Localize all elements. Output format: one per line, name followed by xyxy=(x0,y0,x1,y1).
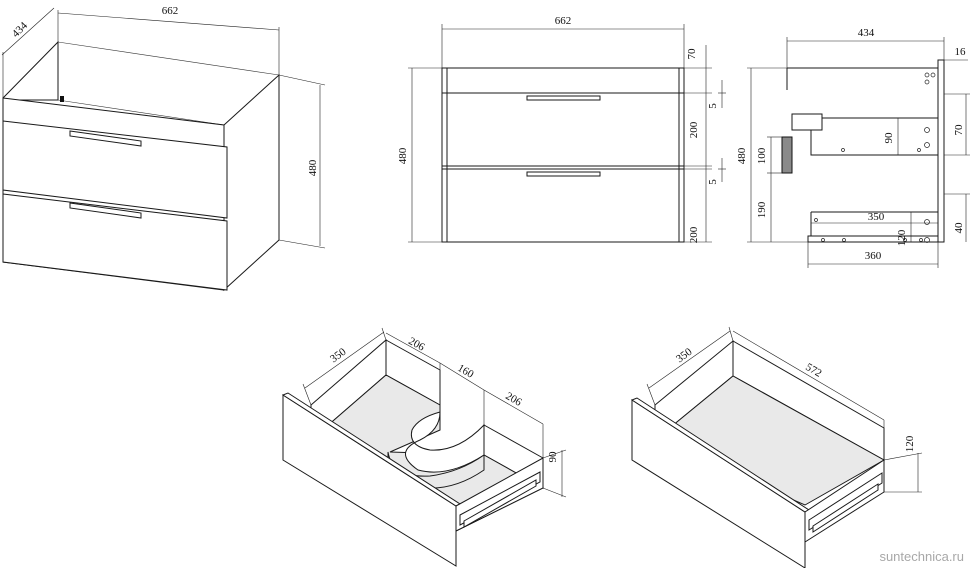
front-lower-drawer-label: 200 xyxy=(688,226,700,243)
cutout-width-label: 160 xyxy=(455,362,476,381)
side-lower-height-label: 190 xyxy=(756,201,768,218)
front-lower-gap-label: 5 xyxy=(707,179,719,185)
front-upper-gap-label: 5 xyxy=(707,103,719,109)
cabinet-left-side xyxy=(2,40,59,101)
cabinet-height-label: 480 xyxy=(307,159,319,176)
cutout-depth-label: 350 xyxy=(328,346,349,366)
cabinet-width-label: 662 xyxy=(162,5,179,17)
side-siphon-height-label: 100 xyxy=(756,147,768,164)
front-height-label: 480 xyxy=(397,147,409,164)
front-upper-drawer-label: 200 xyxy=(688,121,700,138)
cabinet-depth-label: 434 xyxy=(10,19,31,40)
front-width-label: 662 xyxy=(555,15,572,27)
side-upper-drawer-height-label: 90 xyxy=(883,132,895,144)
front-lower-drawer xyxy=(441,168,685,243)
side-height-label: 480 xyxy=(736,147,748,164)
front-lower-handle xyxy=(526,171,601,177)
side-back-panel xyxy=(937,59,945,243)
cabinet-lower-drawer-face xyxy=(2,193,228,291)
front-top-gap-label: 70 xyxy=(686,48,698,60)
cabinet-upper-handle xyxy=(69,130,142,147)
front-upper-handle xyxy=(526,95,601,101)
cutout-right-width-label: 206 xyxy=(503,390,524,409)
front-upper-drawer xyxy=(441,92,685,167)
cutout-left-width-label: 206 xyxy=(406,335,427,354)
full-width-label: 572 xyxy=(803,361,823,380)
drawer-cutout: 350 206 160 206 90 xyxy=(281,327,567,567)
side-lower-offset-label: 40 xyxy=(953,222,965,234)
side-lower-drawer-height-label: 120 xyxy=(896,229,908,246)
side-view: 434 16 480 100 190 90 70 350 120 40 xyxy=(736,27,970,268)
side-back-offset-label: 16 xyxy=(955,46,967,58)
cabinet-upper-drawer-face xyxy=(2,120,228,219)
cabinet-right-side xyxy=(223,73,280,292)
cabinet-isometric: 662 434 480 xyxy=(1,5,326,292)
side-siphon-pipe xyxy=(791,113,823,131)
side-depth-label: 434 xyxy=(858,27,875,39)
front-view: 662 480 70 5 200 5 200 xyxy=(397,15,726,243)
full-depth-label: 350 xyxy=(674,346,695,366)
cutout-height-label: 90 xyxy=(547,451,559,463)
cabinet-lower-handle xyxy=(69,202,142,219)
side-bottom-rail xyxy=(807,235,939,243)
drawer-full: 350 572 120 xyxy=(630,326,923,568)
side-bottom-depth-label: 360 xyxy=(865,250,882,262)
side-lower-drawer-depth-label: 350 xyxy=(868,211,885,223)
side-upper-offset-label: 70 xyxy=(953,124,965,136)
side-siphon-bracket xyxy=(781,136,793,174)
full-height-label: 120 xyxy=(904,435,916,452)
watermark: suntechnica.ru xyxy=(879,549,964,564)
